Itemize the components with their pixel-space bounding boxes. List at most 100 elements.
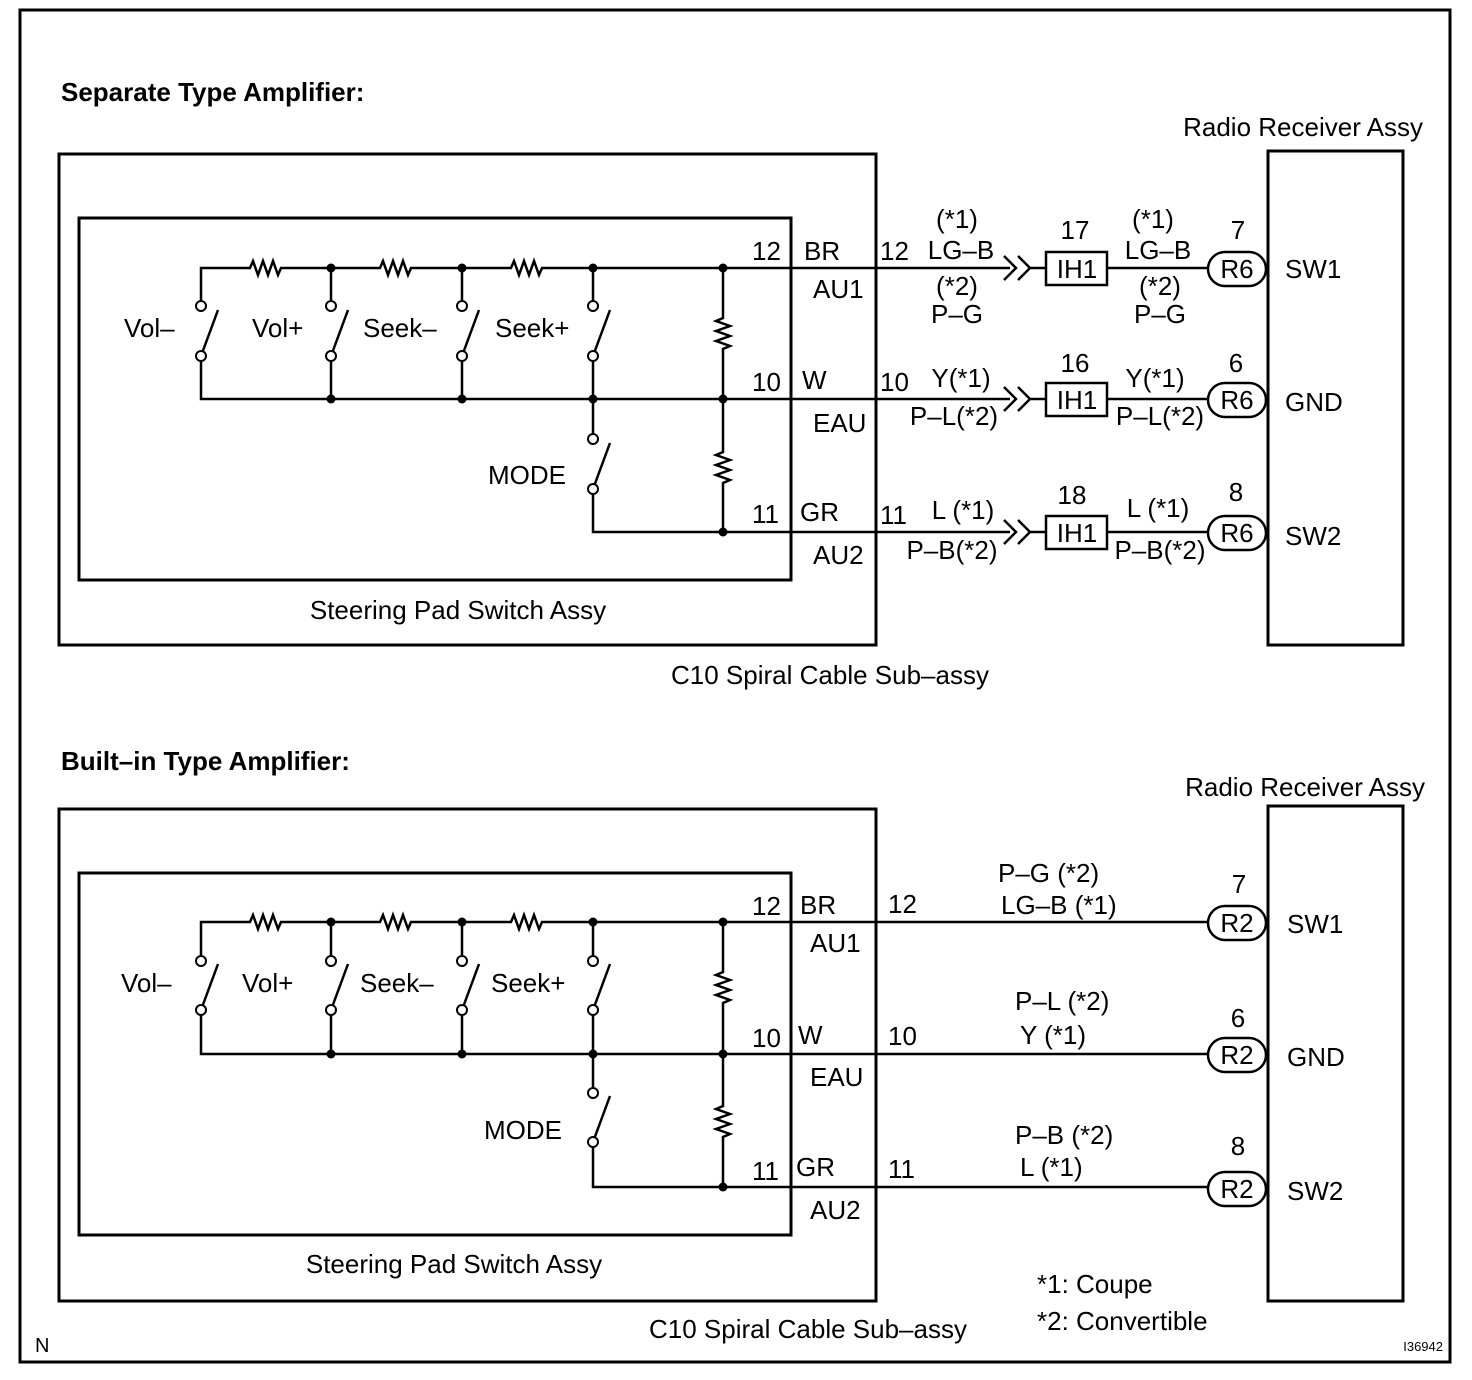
junction-pin: 16 <box>1061 348 1090 378</box>
wire-color: BR <box>800 890 836 920</box>
wire-code: P–G (*2) <box>998 858 1099 888</box>
ih1-box-sw2 <box>1044 514 1109 551</box>
connector-label: R6 <box>1220 254 1253 284</box>
switch-vol-plus-symbol <box>329 922 350 1054</box>
connector-label: R2 <box>1220 1174 1253 1204</box>
switch-vol-minus-symbol <box>199 963 220 1011</box>
wire-note: (*1) <box>936 204 978 234</box>
signal-label: SW2 <box>1285 521 1341 551</box>
wire-code: LG–B <box>928 235 995 265</box>
receiver-pin: 7 <box>1232 869 1246 899</box>
pin-number: 11 <box>752 499 779 529</box>
junction-label: IH1 <box>1057 254 1097 284</box>
wire-code: LG–B <box>1125 235 1192 265</box>
switch-seek-minus-symbol <box>460 268 481 399</box>
switch-vol-plus-symbol <box>329 268 350 399</box>
bottom-rail <box>199 1016 1208 1056</box>
wire-code: P–B(*2) <box>906 535 997 565</box>
connector-label: R6 <box>1220 385 1253 415</box>
wire-color: GR <box>796 1152 835 1182</box>
top-rail <box>199 257 876 300</box>
switch-label-vol-plus: Vol+ <box>252 313 303 343</box>
pin-number: 12 <box>752 236 781 266</box>
wire-color: GR <box>800 497 839 527</box>
switch-mode-symbol <box>591 399 612 490</box>
outer-frame <box>18 8 1452 1364</box>
wire-color: W <box>798 1020 823 1050</box>
wire-code: L (*1) <box>1127 493 1190 523</box>
ih1-box-gnd <box>1044 381 1109 418</box>
switch-mode-symbol <box>591 1054 612 1143</box>
receiver-pin: 7 <box>1231 215 1245 245</box>
section-title: Separate Type Amplifier: <box>61 77 364 107</box>
switch-label-seek-minus: Seek– <box>360 968 434 998</box>
spiral-cable-label: C10 Spiral Cable Sub–assy <box>671 660 989 690</box>
switch-seek-plus-symbol <box>591 922 612 1054</box>
receiver-pin: 6 <box>1229 348 1243 378</box>
wire-note: (*1) <box>1132 204 1174 234</box>
signal-label: SW1 <box>1287 909 1343 939</box>
cable-pin: 11 <box>880 500 907 530</box>
cable-pin: 12 <box>880 236 909 266</box>
wire-code: Y(*1) <box>1125 363 1184 393</box>
au2-rail <box>591 495 1010 534</box>
pin-number: 10 <box>752 367 781 397</box>
wire-code: LG–B (*1) <box>1001 890 1117 920</box>
note-convertible: *2: Convertible <box>1037 1306 1208 1336</box>
terminal-name: AU2 <box>810 1195 861 1225</box>
junction-dots <box>326 917 728 1192</box>
switch-label-seek-plus: Seek+ <box>491 968 565 998</box>
r6-connector-sw1 <box>1206 250 1268 288</box>
wire-code: P–L(*2) <box>910 401 998 431</box>
ih1-box-sw1 <box>1044 250 1109 287</box>
wire-code: P–G <box>1134 299 1186 329</box>
wire-code: P–B(*2) <box>1114 535 1205 565</box>
terminal-name: AU1 <box>813 274 864 304</box>
receiver-pin: 8 <box>1231 1131 1245 1161</box>
cable-pin: 10 <box>888 1021 917 1051</box>
wire-code: P–B (*2) <box>1015 1120 1113 1150</box>
bottom-rail <box>199 362 1010 401</box>
switch-label-seek-minus: Seek– <box>363 313 437 343</box>
wire-code: P–L(*2) <box>1116 401 1204 431</box>
switch-assy-label: Steering Pad Switch Assy <box>306 1249 602 1279</box>
top-rail <box>199 911 1208 955</box>
junction-pin: 18 <box>1058 480 1087 510</box>
r2-connector-sw1 <box>1206 904 1268 942</box>
wire-color: BR <box>804 236 840 266</box>
au2-rail <box>591 1148 1208 1189</box>
wire-code: P–G <box>931 299 983 329</box>
cable-pin: 10 <box>880 367 909 397</box>
connector-label: R6 <box>1220 518 1253 548</box>
pin-number: 11 <box>752 1156 779 1186</box>
section-built-in-type-text: Built–in Type Amplifier: Radio Receiver … <box>61 746 1425 1344</box>
junction-label: IH1 <box>1057 385 1097 415</box>
terminal-name: EAU <box>810 1062 863 1092</box>
signal-label: GND <box>1287 1042 1345 1072</box>
terminal-name: EAU <box>813 408 866 438</box>
receiver-pin: 6 <box>1231 1003 1245 1033</box>
wire-code: L (*1) <box>932 495 995 525</box>
r6-connector-sw2 <box>1206 514 1268 552</box>
signal-label: SW1 <box>1285 254 1341 284</box>
switch-label-vol-minus: Vol– <box>124 313 175 343</box>
signal-label: GND <box>1285 387 1343 417</box>
r2-connector-sw2 <box>1206 1170 1268 1208</box>
figure-id: I36942 <box>1403 1339 1443 1354</box>
wire-code: P–L (*2) <box>1015 986 1109 1016</box>
r6-connector-gnd <box>1206 381 1268 419</box>
wires-ih1-to-receiver <box>1030 266 1208 534</box>
wire-code: L (*1) <box>1020 1152 1083 1182</box>
signal-label: SW2 <box>1287 1176 1343 1206</box>
junction-dots <box>326 263 728 537</box>
switch-seek-minus-symbol <box>460 922 481 1054</box>
connector-label: R2 <box>1220 1040 1253 1070</box>
switch-label-mode: MODE <box>488 460 566 490</box>
switch-vol-minus-symbol <box>199 309 220 357</box>
wire-color: W <box>802 365 827 395</box>
connector-label: R2 <box>1220 908 1253 938</box>
note-coupe: *1: Coupe <box>1037 1269 1153 1299</box>
spiral-cable-label: C10 Spiral Cable Sub–assy <box>649 1314 967 1344</box>
terminal-name: AU1 <box>810 928 861 958</box>
